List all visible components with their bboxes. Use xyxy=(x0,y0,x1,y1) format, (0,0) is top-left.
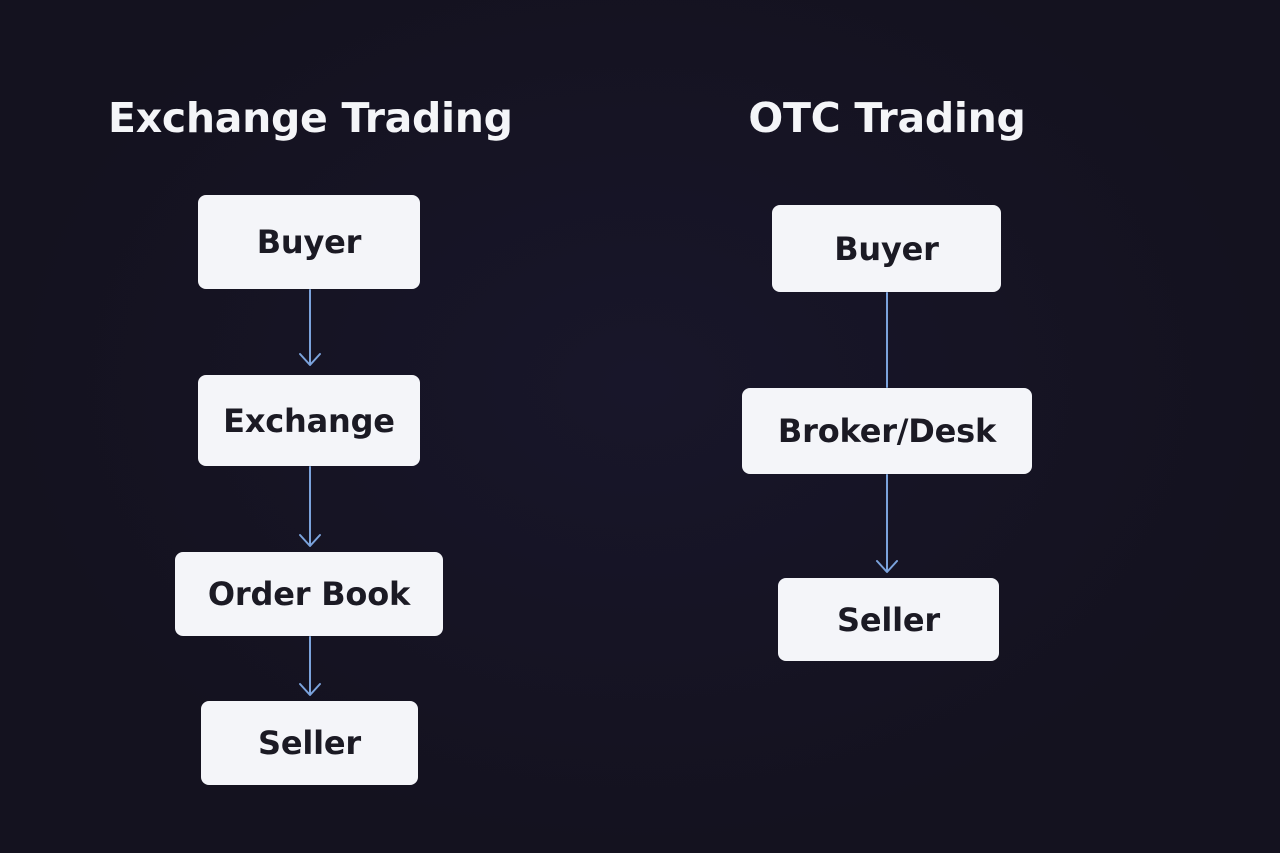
otc-seller-node: Seller xyxy=(778,578,999,661)
otc-broker-to-seller-arrow xyxy=(876,474,898,573)
exchange-order-book-node: Order Book xyxy=(175,552,443,636)
exchange-buyer-node: Buyer xyxy=(198,195,420,289)
otc-broker-desk-node: Broker/Desk xyxy=(742,388,1032,474)
exchange-buyer-to-exchange-arrow xyxy=(299,289,321,366)
exchange-exchange-node: Exchange xyxy=(198,375,420,466)
exchange-orderbook-to-seller-arrow xyxy=(299,636,321,696)
exchange-trading-title: Exchange Trading xyxy=(108,94,513,142)
otc-trading-title: OTC Trading xyxy=(748,94,1026,142)
otc-buyer-node: Buyer xyxy=(772,205,1001,292)
exchange-exchange-to-orderbook-arrow xyxy=(299,466,321,547)
exchange-seller-node: Seller xyxy=(201,701,418,785)
